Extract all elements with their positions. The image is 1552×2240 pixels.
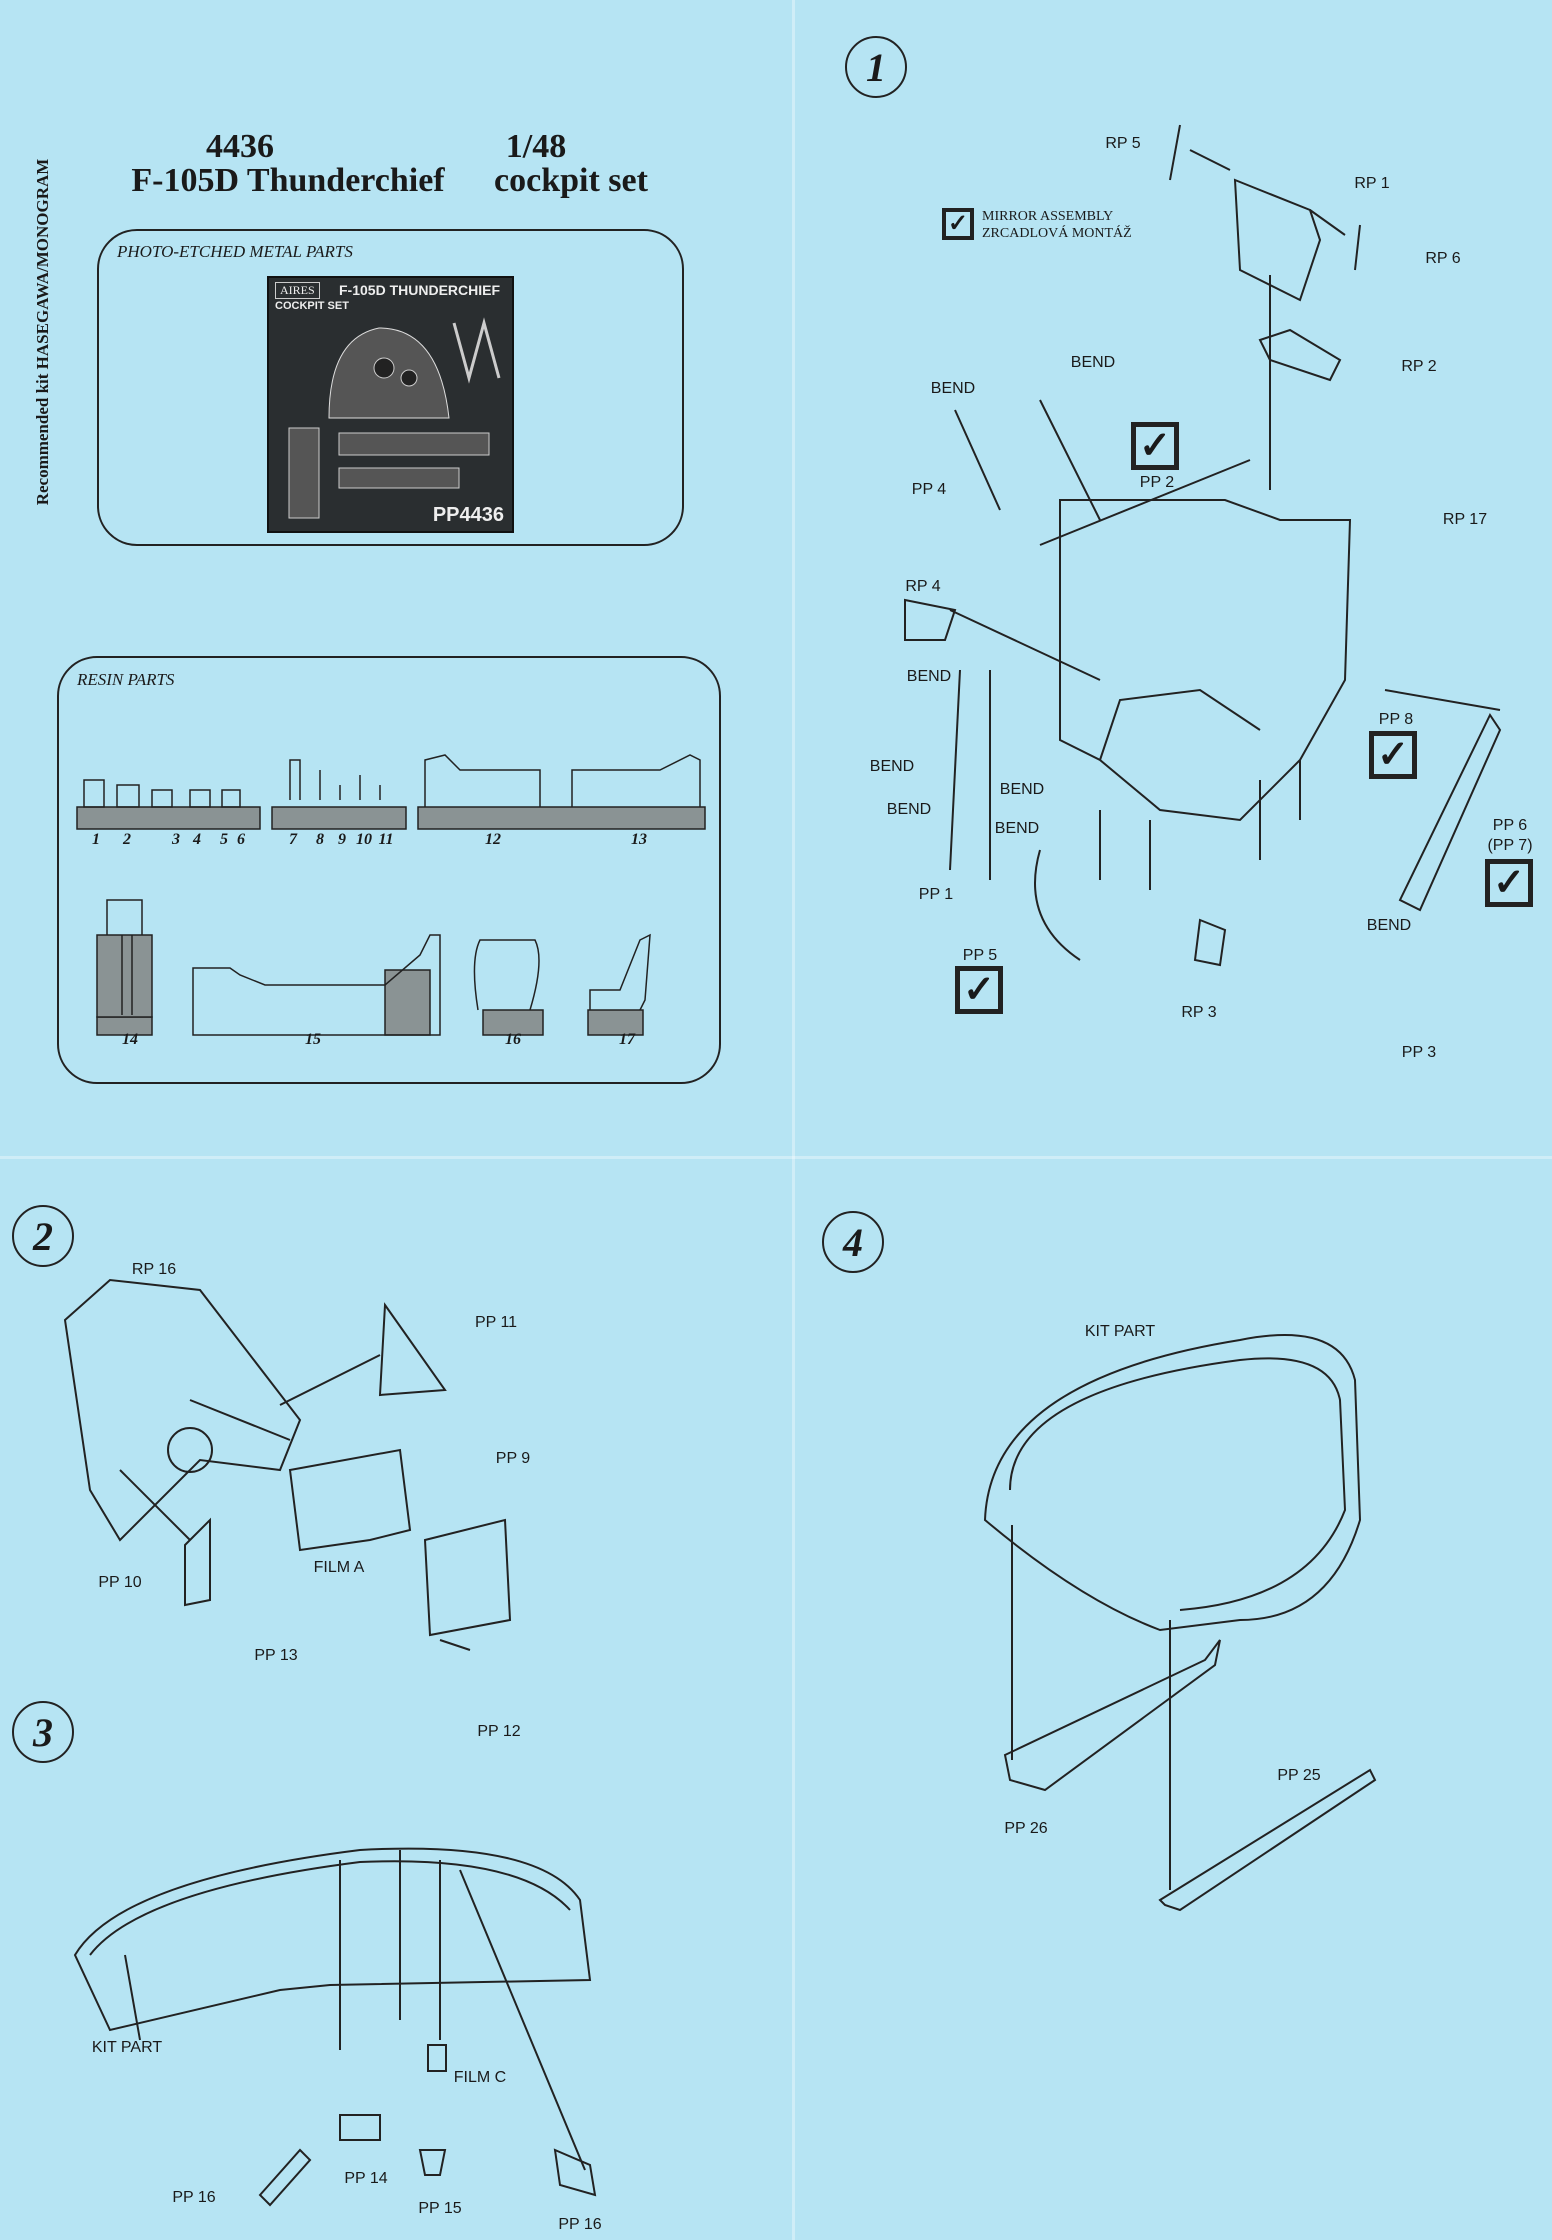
bend-label: BEND [869,758,915,775]
step-3-number: 3 [12,1701,74,1763]
resin-part-number: 2 [123,831,131,848]
mirror-assembly-en: MIRROR ASSEMBLY [982,209,1114,224]
resin-part-number: 16 [505,1031,521,1048]
part-label: (PP 7) [1487,837,1533,854]
mirror-assembly-cz: ZRCADLOVÁ MONTÁŽ [982,226,1132,241]
part-label: PP 12 [477,1723,521,1740]
part-label: FILM A [313,1559,365,1576]
part-label: PP 14 [344,2170,388,2187]
part-label: PP 16 [558,2216,602,2233]
catalog-number: 4436 [206,128,274,165]
resin-part-number: 7 [289,831,297,848]
part-label: PP 9 [495,1450,531,1467]
part-label: PP 1 [918,886,954,903]
resin-parts-panel [57,656,721,1084]
resin-part-number: 6 [237,831,245,848]
step-4-number: 4 [822,1211,884,1273]
part-label: RP 16 [131,1261,177,1278]
photo-etched-fret: AIRES F-105D THUNDERCHIEF COCKPIT SET PP… [267,276,514,533]
resin-part-number: 8 [316,831,324,848]
part-label: KIT PART [91,2039,163,2056]
part-label: PP 3 [1401,1044,1437,1061]
fret-brand: AIRES [275,282,320,299]
resin-part-number: 12 [485,831,501,848]
photo-etched-panel [97,229,684,546]
scale: 1/48 [505,128,567,165]
vertical-fold [792,0,795,2240]
part-label: PP 26 [1004,1820,1048,1837]
fret-code: PP4436 [432,504,504,526]
part-label: RP 4 [905,578,941,595]
step-2-number: 2 [12,1205,74,1267]
resin-part-number: 9 [338,831,346,848]
fret-parts-drawing [288,317,501,519]
checkmark-icon: ✓ [1369,731,1417,779]
resin-part-number: 14 [122,1031,138,1048]
bend-label: BEND [994,820,1040,837]
part-label: PP 4 [911,481,947,498]
step-1-number: 1 [845,36,907,98]
part-label: PP 25 [1277,1767,1321,1784]
mirror-assembly-note: MIRROR ASSEMBLY ZRCADLOVÁ MONTÁŽ [982,208,1132,242]
fret-subtitle: COCKPIT SET [275,300,349,312]
part-label: RP 2 [1401,358,1437,375]
checkmark-icon: ✓ [955,966,1003,1014]
part-label: PP 16 [172,2189,216,2206]
part-label: RP 17 [1442,511,1488,528]
part-label: PP 11 [474,1314,518,1331]
resin-part-number: 10 [356,831,372,848]
checkmark-icon: ✓ [1485,859,1533,907]
fret-title: F-105D THUNDERCHIEF [339,282,501,298]
part-label: PP 10 [98,1574,142,1591]
part-label: PP 6 [1492,817,1528,834]
resin-part-number: 13 [631,831,647,848]
part-label: PP 15 [418,2200,462,2217]
part-label: PP 8 [1378,711,1414,728]
resin-part-number: 15 [305,1031,321,1048]
part-label: KIT PART [1084,1323,1156,1340]
part-label: PP 5 [962,947,998,964]
bend-label: BEND [906,668,952,685]
resin-part-number: 1 [92,831,100,848]
checkmark-icon: ✓ [1131,422,1179,470]
resin-part-number: 3 [172,831,180,848]
photo-etched-title: PHOTO-ETCHED METAL PARTS [117,242,353,261]
bend-label: BEND [1366,917,1412,934]
part-label: PP 2 [1139,474,1175,491]
part-label: RP 5 [1105,135,1141,152]
model-name: F-105D Thunderchief [131,162,445,199]
part-label: RP 1 [1354,175,1390,192]
part-label: RP 3 [1181,1004,1217,1021]
part-label: PP 13 [254,1647,298,1664]
part-label: RP 6 [1425,250,1461,267]
bend-label: BEND [1070,354,1116,371]
resin-part-number: 4 [193,831,201,848]
resin-part-number: 17 [619,1031,635,1048]
bend-label: BEND [886,801,932,818]
resin-parts-title: RESIN PARTS [77,670,175,689]
checkmark-icon: ✓ [942,208,974,240]
resin-part-number: 5 [220,831,228,848]
set-type: cockpit set [494,162,648,199]
bend-label: BEND [999,781,1045,798]
resin-part-number: 11 [378,831,394,848]
part-label: FILM C [453,2069,507,2086]
horizontal-fold [0,1156,1552,1159]
bend-label: BEND [930,380,976,397]
